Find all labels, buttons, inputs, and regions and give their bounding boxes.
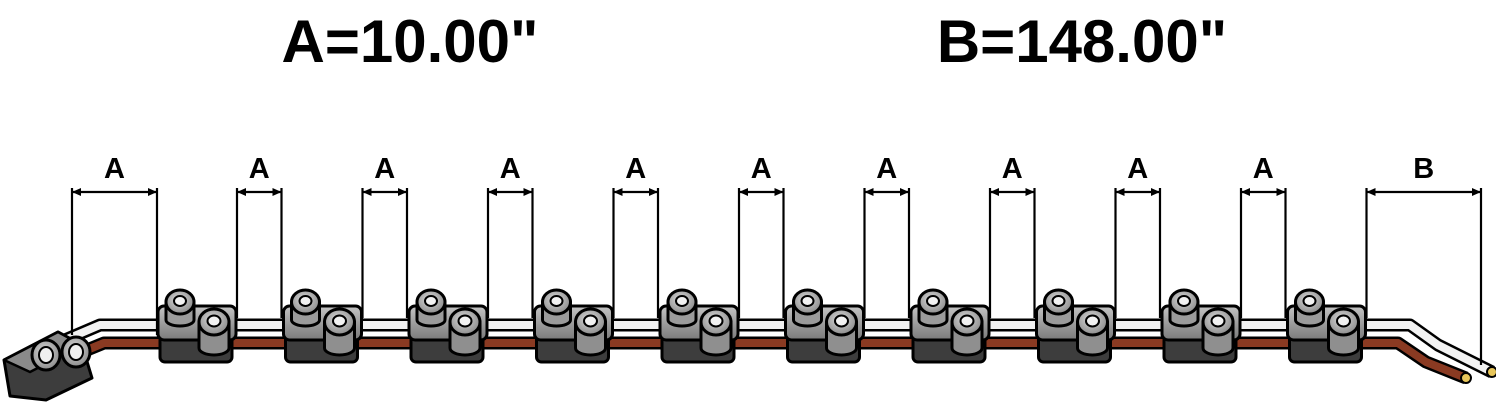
arrowhead-left [864,188,874,196]
plug-port-hole [38,346,54,364]
arrowhead-right [1025,188,1035,196]
dimension-marker: A [612,153,660,318]
arrowhead-right [523,188,533,196]
arrowhead-right [148,188,157,196]
light-socket [282,288,363,364]
plug-port-hole [68,343,84,361]
dimension-marker: A [1114,153,1162,318]
dimension-marker: A [235,153,283,318]
arrowhead-left [1115,188,1125,196]
light-socket [909,288,991,364]
dimension-label: A [625,153,646,185]
front-bulb-hole [1210,314,1226,328]
arrowhead-left [72,188,81,196]
dimension-label: A [249,153,270,185]
front-bulb-hole [708,314,724,328]
light-socket [156,288,238,364]
arrowhead-right [774,188,784,196]
dimension-label: A [1127,153,1148,185]
spacing-a-title: A=10.00" [282,8,539,75]
light-socket [1286,288,1367,364]
arrowhead-left [990,188,999,196]
dimension-label: A [104,153,125,185]
front-bulb-hole [332,314,347,328]
brown-wire-outline [23,336,1469,385]
rear-bulb-hole [173,295,187,307]
light-socket [784,288,865,364]
dimension-marker: A [1239,153,1287,318]
front-bulb-hole [1085,314,1100,328]
brown-wire-tip [1460,372,1472,384]
arrowhead-right [1472,188,1481,196]
arrowhead-left [237,188,246,196]
rear-bulb-hole [1302,295,1317,307]
white-wire-tip [1486,366,1496,378]
front-bulb-hole [457,314,473,328]
front-bulb-hole [959,314,975,328]
rear-bulb-hole [1051,295,1066,307]
arrowhead-right [1151,188,1160,196]
arrowhead-left [1241,188,1250,196]
arrowhead-right [649,188,658,196]
dimension-label: A [876,153,897,185]
dimension-marker: A [863,153,911,318]
dimension-marker: A [361,153,409,318]
light-socket [533,288,614,364]
dimension-label: A [1002,153,1023,185]
arrowhead-left [488,188,497,196]
light-socket [1160,288,1242,364]
front-bulb-hole [583,314,598,328]
front-bulb-hole [1336,314,1351,328]
dimension-marker: A [988,153,1036,318]
dimension-marker: A [486,153,534,318]
dimension-label: A [751,153,772,185]
dimension-label: A [500,153,521,185]
arrowhead-left [1366,188,1376,196]
dimension-marker: A [737,153,785,318]
front-bulb-hole [834,314,849,328]
arrowhead-left [739,188,748,196]
arrowhead-left [613,188,623,196]
rear-bulb-hole [298,295,313,307]
arrowhead-right [1276,188,1286,196]
rear-bulb-hole [926,295,940,307]
dimension-label: A [374,153,395,185]
front-bulb-hole [206,314,222,328]
light-sockets [156,288,1367,364]
arrowhead-right [398,188,407,196]
rear-bulb-hole [800,295,815,307]
dimension-label: B [1413,153,1434,185]
rear-bulb-hole [424,295,438,307]
dimension-marker: B [1365,153,1483,365]
dimension-marker: A [70,153,159,335]
arrowhead-right [900,188,909,196]
wire-pair [15,318,1496,385]
light-socket [1035,288,1116,364]
dimension-label: A [1253,153,1274,185]
rear-bulb-hole [675,295,689,307]
input-plug-connector [2,330,94,402]
arrowhead-left [362,188,372,196]
light-socket [658,288,740,364]
rear-bulb-hole [1177,295,1191,307]
spacing-b-title: B=148.00" [937,8,1227,75]
light-socket [407,288,489,364]
rear-bulb-hole [549,295,564,307]
arrowhead-right [272,188,282,196]
